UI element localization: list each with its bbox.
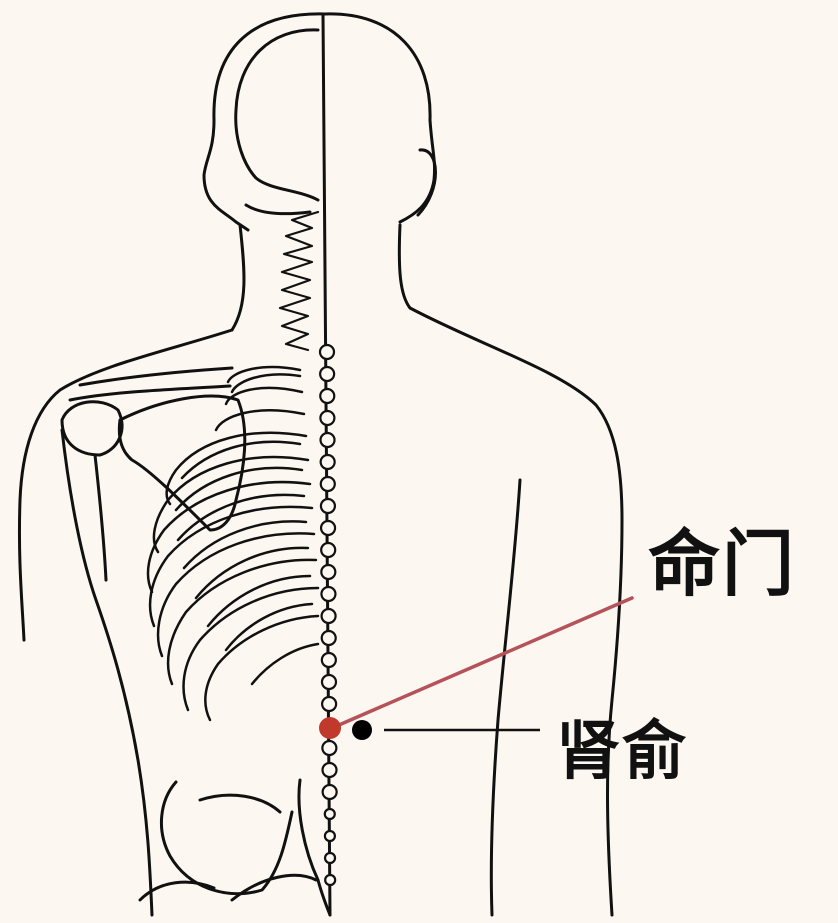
pelvis-lower <box>232 875 316 900</box>
humerus-head <box>62 402 122 455</box>
vertebra <box>322 631 336 645</box>
vertebra <box>323 785 337 799</box>
vertebra <box>322 653 336 667</box>
pelvis-inner <box>200 795 280 812</box>
vertebra <box>322 609 336 623</box>
neck-right <box>399 225 410 308</box>
vertebra <box>320 345 334 359</box>
right-arm-inner <box>491 480 520 915</box>
ribs <box>148 367 318 720</box>
pelvis-left <box>161 782 292 894</box>
vertebra <box>325 831 335 841</box>
humerus-shaft <box>95 455 106 580</box>
left-arm-inner <box>62 430 152 915</box>
vertebra <box>321 521 335 535</box>
vertebra <box>320 367 334 381</box>
vertebra <box>321 477 335 491</box>
shenshu-label: 肾俞 <box>556 700 688 792</box>
vertebra <box>325 853 335 863</box>
mingmen-acupoint <box>319 717 341 739</box>
neck-left <box>232 225 244 330</box>
cervical-spine <box>280 212 318 350</box>
vertebra <box>321 433 335 447</box>
vertebra <box>321 565 335 579</box>
vertebra <box>321 455 335 469</box>
vertebra <box>325 875 335 885</box>
vertebra <box>322 697 336 711</box>
mingmen-label: 命门 <box>648 505 796 610</box>
vertebra <box>323 763 337 777</box>
vertebra <box>322 741 336 755</box>
skull-base <box>246 205 310 214</box>
acromion <box>70 386 230 400</box>
head-outline-right <box>325 14 435 222</box>
vertebra <box>320 411 334 425</box>
sacrum <box>299 780 330 915</box>
vertebra <box>321 543 335 557</box>
skull-bone <box>236 30 318 200</box>
vertebra <box>320 389 334 403</box>
vertebra <box>322 675 336 689</box>
torso-right-outline <box>410 308 622 915</box>
vertebra <box>321 499 335 513</box>
vertebra <box>321 587 335 601</box>
vertebra <box>325 809 335 819</box>
shenshu-acupoint <box>352 720 372 740</box>
